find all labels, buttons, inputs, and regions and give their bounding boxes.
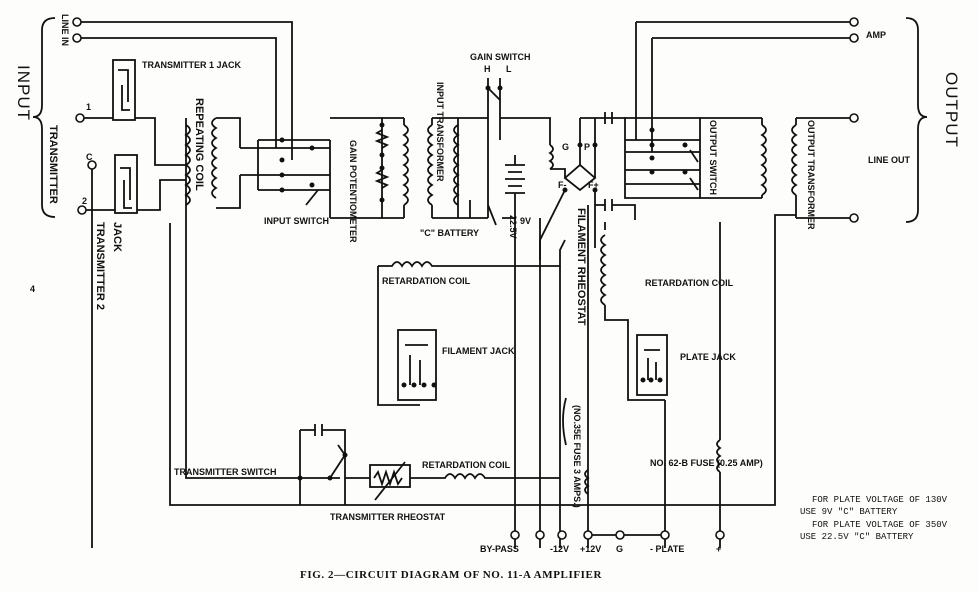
g-label: G bbox=[616, 544, 623, 554]
terminal-c-label: C bbox=[86, 152, 93, 162]
minus-plate-label: - PLATE bbox=[650, 544, 684, 554]
input-brace bbox=[32, 17, 56, 218]
transmitter2-jack bbox=[86, 154, 186, 548]
output-switch-label: OUTPUT SWITCH bbox=[708, 120, 718, 195]
note-line-1: FOR PLATE VOLTAGE OF 130V bbox=[812, 495, 948, 505]
input-switch bbox=[240, 137, 331, 206]
output-transformer bbox=[700, 117, 850, 219]
c-battery bbox=[469, 155, 541, 548]
fuse-62b-label: NO. 62-B FUSE (0.25 AMP) bbox=[650, 458, 763, 468]
output-terminals bbox=[849, 17, 859, 223]
filament-jack bbox=[397, 329, 437, 401]
transmitter2-label: TRANSMITTER 2 bbox=[94, 222, 106, 310]
output-label: OUTPUT bbox=[942, 72, 961, 148]
gain-switch-label: GAIN SWITCH bbox=[470, 52, 531, 62]
output-transformer-label: OUTPUT TRANSFORMER bbox=[806, 120, 816, 230]
vacuum-tube bbox=[539, 112, 636, 260]
h-label: H bbox=[484, 64, 491, 74]
bypass-label: BY-PASS bbox=[480, 544, 519, 554]
filament-jack-label: FILAMENT JACK bbox=[442, 346, 515, 356]
fuse-35e-label: (NO.35E FUSE 3 AMPS.) bbox=[572, 405, 582, 508]
amp-label: AMP bbox=[866, 30, 886, 40]
line-in-label: LINE IN bbox=[60, 14, 70, 46]
plus12-label: +12V bbox=[580, 544, 601, 554]
plus-label: + bbox=[716, 544, 721, 554]
fuse-35e bbox=[562, 205, 590, 548]
transmitter-rheostat-label: TRANSMITTER RHEOSTAT bbox=[330, 512, 446, 522]
retardation-coil-plate bbox=[600, 222, 665, 401]
transmitter-switch-label: TRANSMITTER SWITCH bbox=[174, 467, 277, 477]
transmitter-rheostat bbox=[344, 461, 560, 505]
note-line-2: USE 9V "C" BATTERY bbox=[800, 507, 898, 517]
terminal-1-label: 1 bbox=[86, 102, 91, 112]
gain-switch bbox=[470, 78, 551, 218]
plate-jack-label: PLATE JACK bbox=[680, 352, 736, 362]
c-battery-label: "C" BATTERY bbox=[420, 228, 479, 238]
bottom-terminals bbox=[510, 530, 725, 540]
gain-potentiometer-label: GAIN POTENTIOMETER bbox=[348, 140, 358, 243]
note-line-4: USE 22.5V "C" BATTERY bbox=[800, 532, 914, 542]
input-label: INPUT bbox=[14, 65, 33, 121]
9v-label: 9V bbox=[520, 216, 531, 226]
transmitter1-jack bbox=[84, 59, 186, 166]
output-switch bbox=[624, 22, 701, 199]
input-transformer bbox=[382, 117, 470, 219]
transmitter-switch bbox=[297, 424, 348, 481]
repeating-coil bbox=[184, 117, 300, 479]
page-mark: 4 bbox=[30, 284, 35, 294]
input-transformer-label: INPUT TRANSFORMER bbox=[435, 82, 445, 182]
input-switch-label: INPUT SWITCH bbox=[264, 216, 329, 226]
transmitter1-jack-label: TRANSMITTER 1 JACK bbox=[142, 60, 242, 70]
transmitter-vertical-label: TRANSMITTER bbox=[47, 125, 59, 204]
note-line-3: FOR PLATE VOLTAGE OF 350V bbox=[812, 520, 948, 530]
minus12-label: -12V bbox=[550, 544, 569, 554]
retardation-coil-filament bbox=[377, 239, 566, 406]
repeating-coil-label: REPEATING COIL bbox=[193, 98, 205, 191]
fuse-62b bbox=[664, 222, 722, 548]
tube-p-label: P bbox=[584, 142, 590, 152]
retardation-coil-label-2: RETARDATION COIL bbox=[645, 278, 734, 288]
tube-g-label: G bbox=[562, 142, 569, 152]
figure-caption: FIG. 2—CIRCUIT DIAGRAM OF NO. 11-A AMPLI… bbox=[300, 569, 602, 581]
jack-label: JACK bbox=[111, 222, 123, 252]
gain-potentiometer bbox=[329, 117, 390, 219]
22-5v-label: 22.5V bbox=[508, 215, 518, 239]
retardation-coil-label-3: RETARDATION COIL bbox=[422, 460, 511, 470]
l-label: L bbox=[506, 64, 512, 74]
terminal-2-label: 2 bbox=[82, 196, 87, 206]
plate-jack bbox=[636, 334, 668, 396]
retardation-coil-label-1: RETARDATION COIL bbox=[382, 276, 471, 286]
f-minus-label: F- bbox=[558, 180, 567, 190]
output-brace bbox=[905, 17, 928, 223]
f-plus-label: F+ bbox=[588, 180, 599, 190]
filament-rheostat-label: FILAMENT RHEOSTAT bbox=[575, 208, 587, 326]
line-out-label: LINE OUT bbox=[868, 155, 911, 165]
